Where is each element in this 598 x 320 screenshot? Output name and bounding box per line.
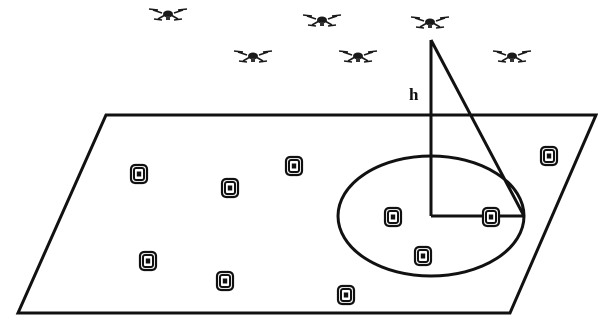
ground-device-icon	[222, 179, 238, 197]
slant-range-line	[431, 40, 524, 216]
ground-device-icon	[541, 147, 557, 165]
ground-device-icon	[286, 157, 302, 175]
ground-device-icon	[415, 247, 431, 265]
ground-device-icon	[140, 252, 156, 270]
ground-device-icon	[217, 272, 233, 290]
ground-device-icon	[385, 208, 401, 226]
ground-device-icon	[131, 165, 147, 183]
drone-icon	[234, 51, 272, 62]
drone-icon	[339, 51, 377, 62]
drone-icon	[493, 51, 531, 62]
drone-icon	[149, 9, 187, 20]
ground-device-icon	[483, 208, 499, 226]
drone-icon	[411, 17, 449, 28]
ground-plane	[18, 115, 596, 313]
drone-icon	[303, 15, 341, 26]
height-label: h	[409, 85, 419, 104]
ground-device-icon	[338, 286, 354, 304]
